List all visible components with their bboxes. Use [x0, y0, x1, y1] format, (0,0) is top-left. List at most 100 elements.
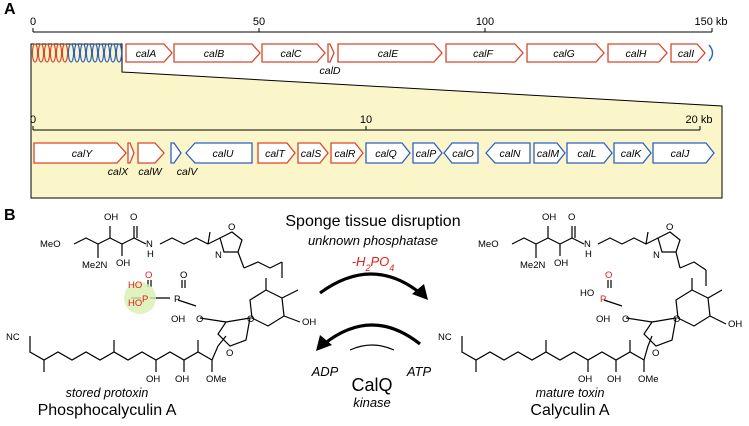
- rc-meo: MeO: [478, 239, 499, 250]
- lc-oh-3: OH: [171, 314, 185, 325]
- rc-o-1: O: [568, 212, 575, 223]
- gene-calV: calV: [170, 142, 198, 178]
- top-scale: 0 50 100 150 kb: [30, 16, 728, 33]
- calyculin-atoms: OH O N H MeO Me2N OH O N HO P O OH O O O…: [438, 212, 742, 385]
- bottom-tick-10: 10: [360, 114, 372, 126]
- gene-calX: calX: [108, 142, 135, 178]
- gene-calL-label: calL: [577, 148, 596, 160]
- lc-ho-red: HO: [128, 280, 142, 291]
- lc-p-red: P: [142, 294, 148, 305]
- gene-calW: calW: [137, 142, 165, 178]
- gene-calY: calY: [33, 142, 127, 164]
- gene-calY-label: calY: [72, 148, 93, 160]
- rc-ome: OMe: [638, 374, 659, 385]
- gene-calB: calB: [173, 43, 261, 63]
- bottom-tick-20: 20 kb: [686, 114, 713, 126]
- gene-calQ: calQ: [365, 142, 411, 164]
- gene-calG-label: calG: [553, 48, 575, 60]
- kinase-name: CalQ: [351, 375, 392, 395]
- gene-calX-label: calX: [108, 166, 129, 178]
- end-small-gene: [708, 44, 714, 62]
- gene-calS: calS: [297, 142, 329, 164]
- right-caption: mature toxin: [536, 386, 605, 400]
- lc-o-4: O: [196, 314, 203, 325]
- lc-ho-red-2: HO: [128, 298, 142, 309]
- rc-o-4: O: [622, 314, 629, 325]
- top-tick-150: 150 kb: [694, 16, 727, 28]
- gene-calG: calG: [526, 43, 605, 63]
- gene-calP: calP: [412, 142, 443, 164]
- left-caption: stored protoxin: [66, 386, 149, 400]
- gene-calH: calH: [607, 43, 668, 63]
- removed-group-label: -H2PO4: [352, 254, 395, 273]
- lc-nme2: Me2N: [82, 260, 107, 271]
- gene-calA: calA: [125, 43, 173, 63]
- gene-calA-label: calA: [136, 48, 156, 60]
- rc-oh-1: OH: [542, 212, 556, 223]
- lc-h-1: H: [147, 249, 154, 260]
- gene-calU-label: calU: [212, 148, 233, 160]
- calyculin-structure: [461, 226, 727, 372]
- kinase-label: kinase: [353, 395, 391, 410]
- gene-calE-label: calE: [378, 48, 399, 60]
- lc-meo: MeO: [40, 239, 61, 250]
- rc-oh-3: OH: [596, 314, 610, 325]
- gene-calH-label: calH: [625, 48, 646, 60]
- top-tick-0: 0: [30, 16, 36, 28]
- rc-o-2: O: [666, 222, 673, 233]
- rc-oh-2: OH: [554, 258, 568, 269]
- gene-calP-label: calP: [416, 148, 436, 160]
- rc-nc: NC: [438, 332, 452, 343]
- lc-oh-5: OH: [146, 374, 160, 385]
- gene-calC-label: calC: [280, 48, 301, 60]
- rc-n-2: N: [653, 250, 660, 261]
- lc-ome: OMe: [206, 374, 227, 385]
- lc-o-1: O: [130, 212, 137, 223]
- gene-calL: calL: [566, 142, 613, 164]
- bottom-gene-track: calY calX calW calV calU calT calS calR: [33, 142, 715, 178]
- gene-calJ-label: calJ: [671, 148, 690, 160]
- rc-nme2: Me2N: [520, 260, 545, 271]
- gene-calF-label: calF: [473, 48, 493, 60]
- phosphate-highlight: [124, 282, 156, 314]
- reaction-arrows: [316, 272, 428, 351]
- gene-calK: calK: [613, 142, 652, 164]
- small-gene-cluster: [31, 43, 123, 63]
- top-tick-100: 100: [476, 16, 494, 28]
- gene-calI: calI: [670, 43, 706, 63]
- lc-n-1: N: [146, 239, 153, 250]
- lc-oh-6: OH: [175, 374, 189, 385]
- lc-n-2: N: [215, 250, 222, 261]
- gene-calU: calU: [185, 142, 253, 164]
- rc-p-red: P: [600, 294, 606, 305]
- right-compound-name: Calyculin A: [530, 402, 609, 419]
- rc-ho: HO: [580, 288, 594, 299]
- gene-calM-label: calM: [537, 148, 559, 160]
- gene-calF: calF: [445, 43, 524, 63]
- left-compound-name: Phosphocalyculin A: [38, 402, 177, 419]
- gene-calC: calC: [261, 43, 326, 63]
- rc-h-1: H: [585, 249, 592, 260]
- gene-calB-label: calB: [204, 48, 224, 60]
- panel-b-label: B: [4, 207, 16, 224]
- lc-p: P: [174, 294, 180, 305]
- rc-o-red: O: [605, 270, 612, 281]
- panel-a-label: A: [4, 1, 16, 18]
- gene-calN: calN: [485, 142, 531, 164]
- bottom-tick-0: 0: [30, 114, 36, 126]
- reaction-title: Sponge tissue disruption: [285, 213, 460, 230]
- atp-label: ATP: [406, 364, 432, 379]
- phosphocalyculin-atoms: OH O N H MeO Me2N OH O N HO HO P O P O O…: [6, 212, 316, 385]
- rc-o-5: O: [673, 314, 680, 325]
- lc-oh-2: OH: [116, 258, 130, 269]
- gene-calD-label: calD: [319, 65, 340, 77]
- lc-o-3: O: [180, 270, 187, 281]
- gene-calO-label: calO: [452, 148, 474, 160]
- gene-calN-label: calN: [499, 148, 520, 160]
- zoom-highlight: [30, 43, 723, 199]
- rc-oh-5: OH: [578, 374, 592, 385]
- gene-calS-label: calS: [301, 148, 321, 160]
- lc-o-6: O: [226, 348, 233, 359]
- rc-oh-4: OH: [728, 319, 742, 330]
